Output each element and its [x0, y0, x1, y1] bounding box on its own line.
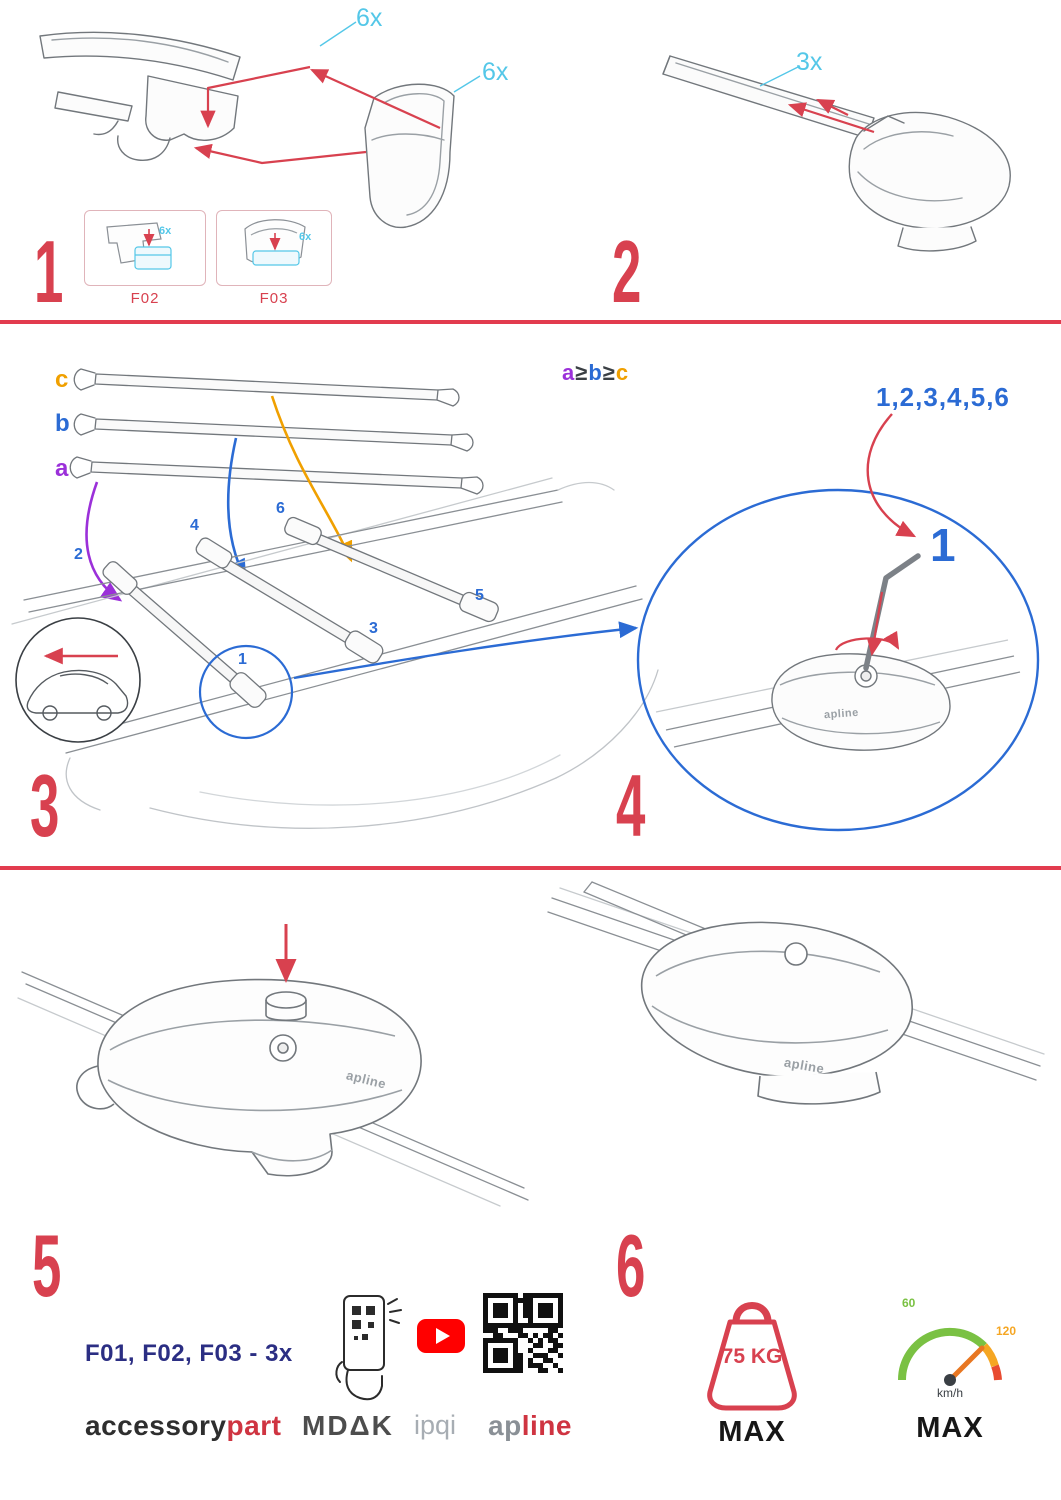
car-direction-inset: [15, 617, 141, 743]
position-6-label: 6: [276, 500, 285, 517]
step4-number: 4: [616, 756, 645, 855]
brand-part-text: part: [226, 1410, 282, 1441]
bar-b-label: b: [55, 410, 70, 437]
part-box-f03: 6x: [216, 210, 332, 286]
speed-low-label: 60: [902, 1296, 916, 1310]
speed-high-label: 120: [996, 1324, 1017, 1338]
max-weight-label: MAX: [718, 1416, 786, 1448]
brand-ipqi: ipqi: [414, 1410, 457, 1440]
step5-number: 5: [32, 1216, 61, 1315]
step4-zoom-circle: [636, 488, 1040, 832]
step6-clamp-drawing: [641, 921, 913, 1078]
formula-c: c: [615, 360, 630, 385]
section-divider-bottom: [0, 866, 1061, 870]
f03-qty-label: 6x: [299, 231, 312, 243]
bottom-section-art: [17, 881, 1045, 1207]
sequence-arrow: [866, 413, 917, 538]
qr-code: [483, 1293, 563, 1373]
purple-routing-arrow: [85, 481, 123, 602]
max-speed-label: MAX: [916, 1412, 984, 1444]
mounted-bar-rear: [295, 525, 485, 614]
max-weight-value: 75 KG: [721, 1345, 783, 1368]
brand-mdak: MDΔK: [302, 1410, 394, 1441]
f02-qty-label: 6x: [159, 225, 172, 237]
part-box-f02: 6x: [84, 210, 206, 286]
position-5-label: 5: [475, 587, 484, 604]
bar-c-drawing: [94, 373, 439, 401]
step1-cover-drawing: [364, 83, 455, 229]
step1-bar-drawing: [39, 31, 241, 81]
position-3-label: 3: [369, 620, 378, 637]
orange-routing-arrow: [270, 395, 353, 563]
bar-b-drawing: [94, 418, 453, 446]
step1-qty-side-label: 6x: [482, 58, 509, 86]
sequence-first-label: 1: [930, 519, 956, 571]
formula-ge2: ≥: [602, 360, 616, 385]
middle-section-art: [11, 368, 1040, 832]
step1-qty-top-label: 6x: [356, 4, 383, 32]
step1-number: 1: [34, 222, 63, 321]
cyan-leader-lines: [319, 21, 801, 93]
phone-scan-icon: [335, 1295, 402, 1401]
max-weight-icon: [707, 1302, 797, 1411]
red-assembly-arrows: [193, 65, 875, 165]
position-2-label: 2: [74, 546, 83, 563]
step6-number: 6: [616, 1216, 645, 1315]
bar-a-label: a: [55, 455, 69, 482]
step5-clamp-drawing: [97, 978, 422, 1177]
zoom-pointer-arrow: [293, 621, 639, 680]
formula-b: b: [588, 360, 603, 385]
formula-ge1: ≥: [575, 360, 589, 385]
brand-accessorypart: accessorypart: [85, 1410, 281, 1442]
allen-key-drawing: [863, 553, 921, 671]
brand-line-text: line: [521, 1410, 572, 1441]
step2-qty-label: 3x: [796, 48, 823, 76]
step4-clamp-brand: apline: [823, 706, 860, 722]
step3-number: 3: [30, 756, 59, 855]
f03-mini-drawing: [244, 219, 306, 266]
foot1-highlight-circle: [198, 644, 294, 740]
mounted-bar-middle: [204, 548, 370, 654]
brand-accessory-text: accessory: [85, 1410, 227, 1441]
length-formula: a≥b≥c: [562, 360, 629, 386]
youtube-icon: [417, 1319, 465, 1353]
speedometer-icon: [897, 1327, 1002, 1386]
bar-a-drawing: [90, 461, 463, 489]
brand-ap-text: ap: [488, 1410, 522, 1441]
step2-number: 2: [612, 222, 641, 321]
f03-label: F03: [259, 290, 289, 307]
top-section-art: [39, 21, 1011, 252]
position-4-label: 4: [190, 517, 199, 534]
position-1-label: 1: [238, 651, 247, 668]
bar-c-label: c: [55, 366, 69, 393]
parts-note: F01, F02, F03 - 3x: [85, 1340, 293, 1367]
section-divider-top: [0, 320, 1061, 324]
brand-apline: apline: [488, 1410, 572, 1442]
f02-label: F02: [130, 290, 160, 307]
insert-arrow: [866, 591, 884, 657]
formula-a: a: [562, 360, 576, 385]
step2-clamp-drawing: [848, 111, 1011, 230]
step4-clamp-drawing: [771, 653, 951, 751]
speed-unit-label: km/h: [936, 1386, 963, 1400]
torque-arrow: [834, 630, 900, 651]
tightening-sequence-label: 1,2,3,4,5,6: [876, 382, 1010, 412]
f02-mini-drawing: [106, 222, 172, 270]
